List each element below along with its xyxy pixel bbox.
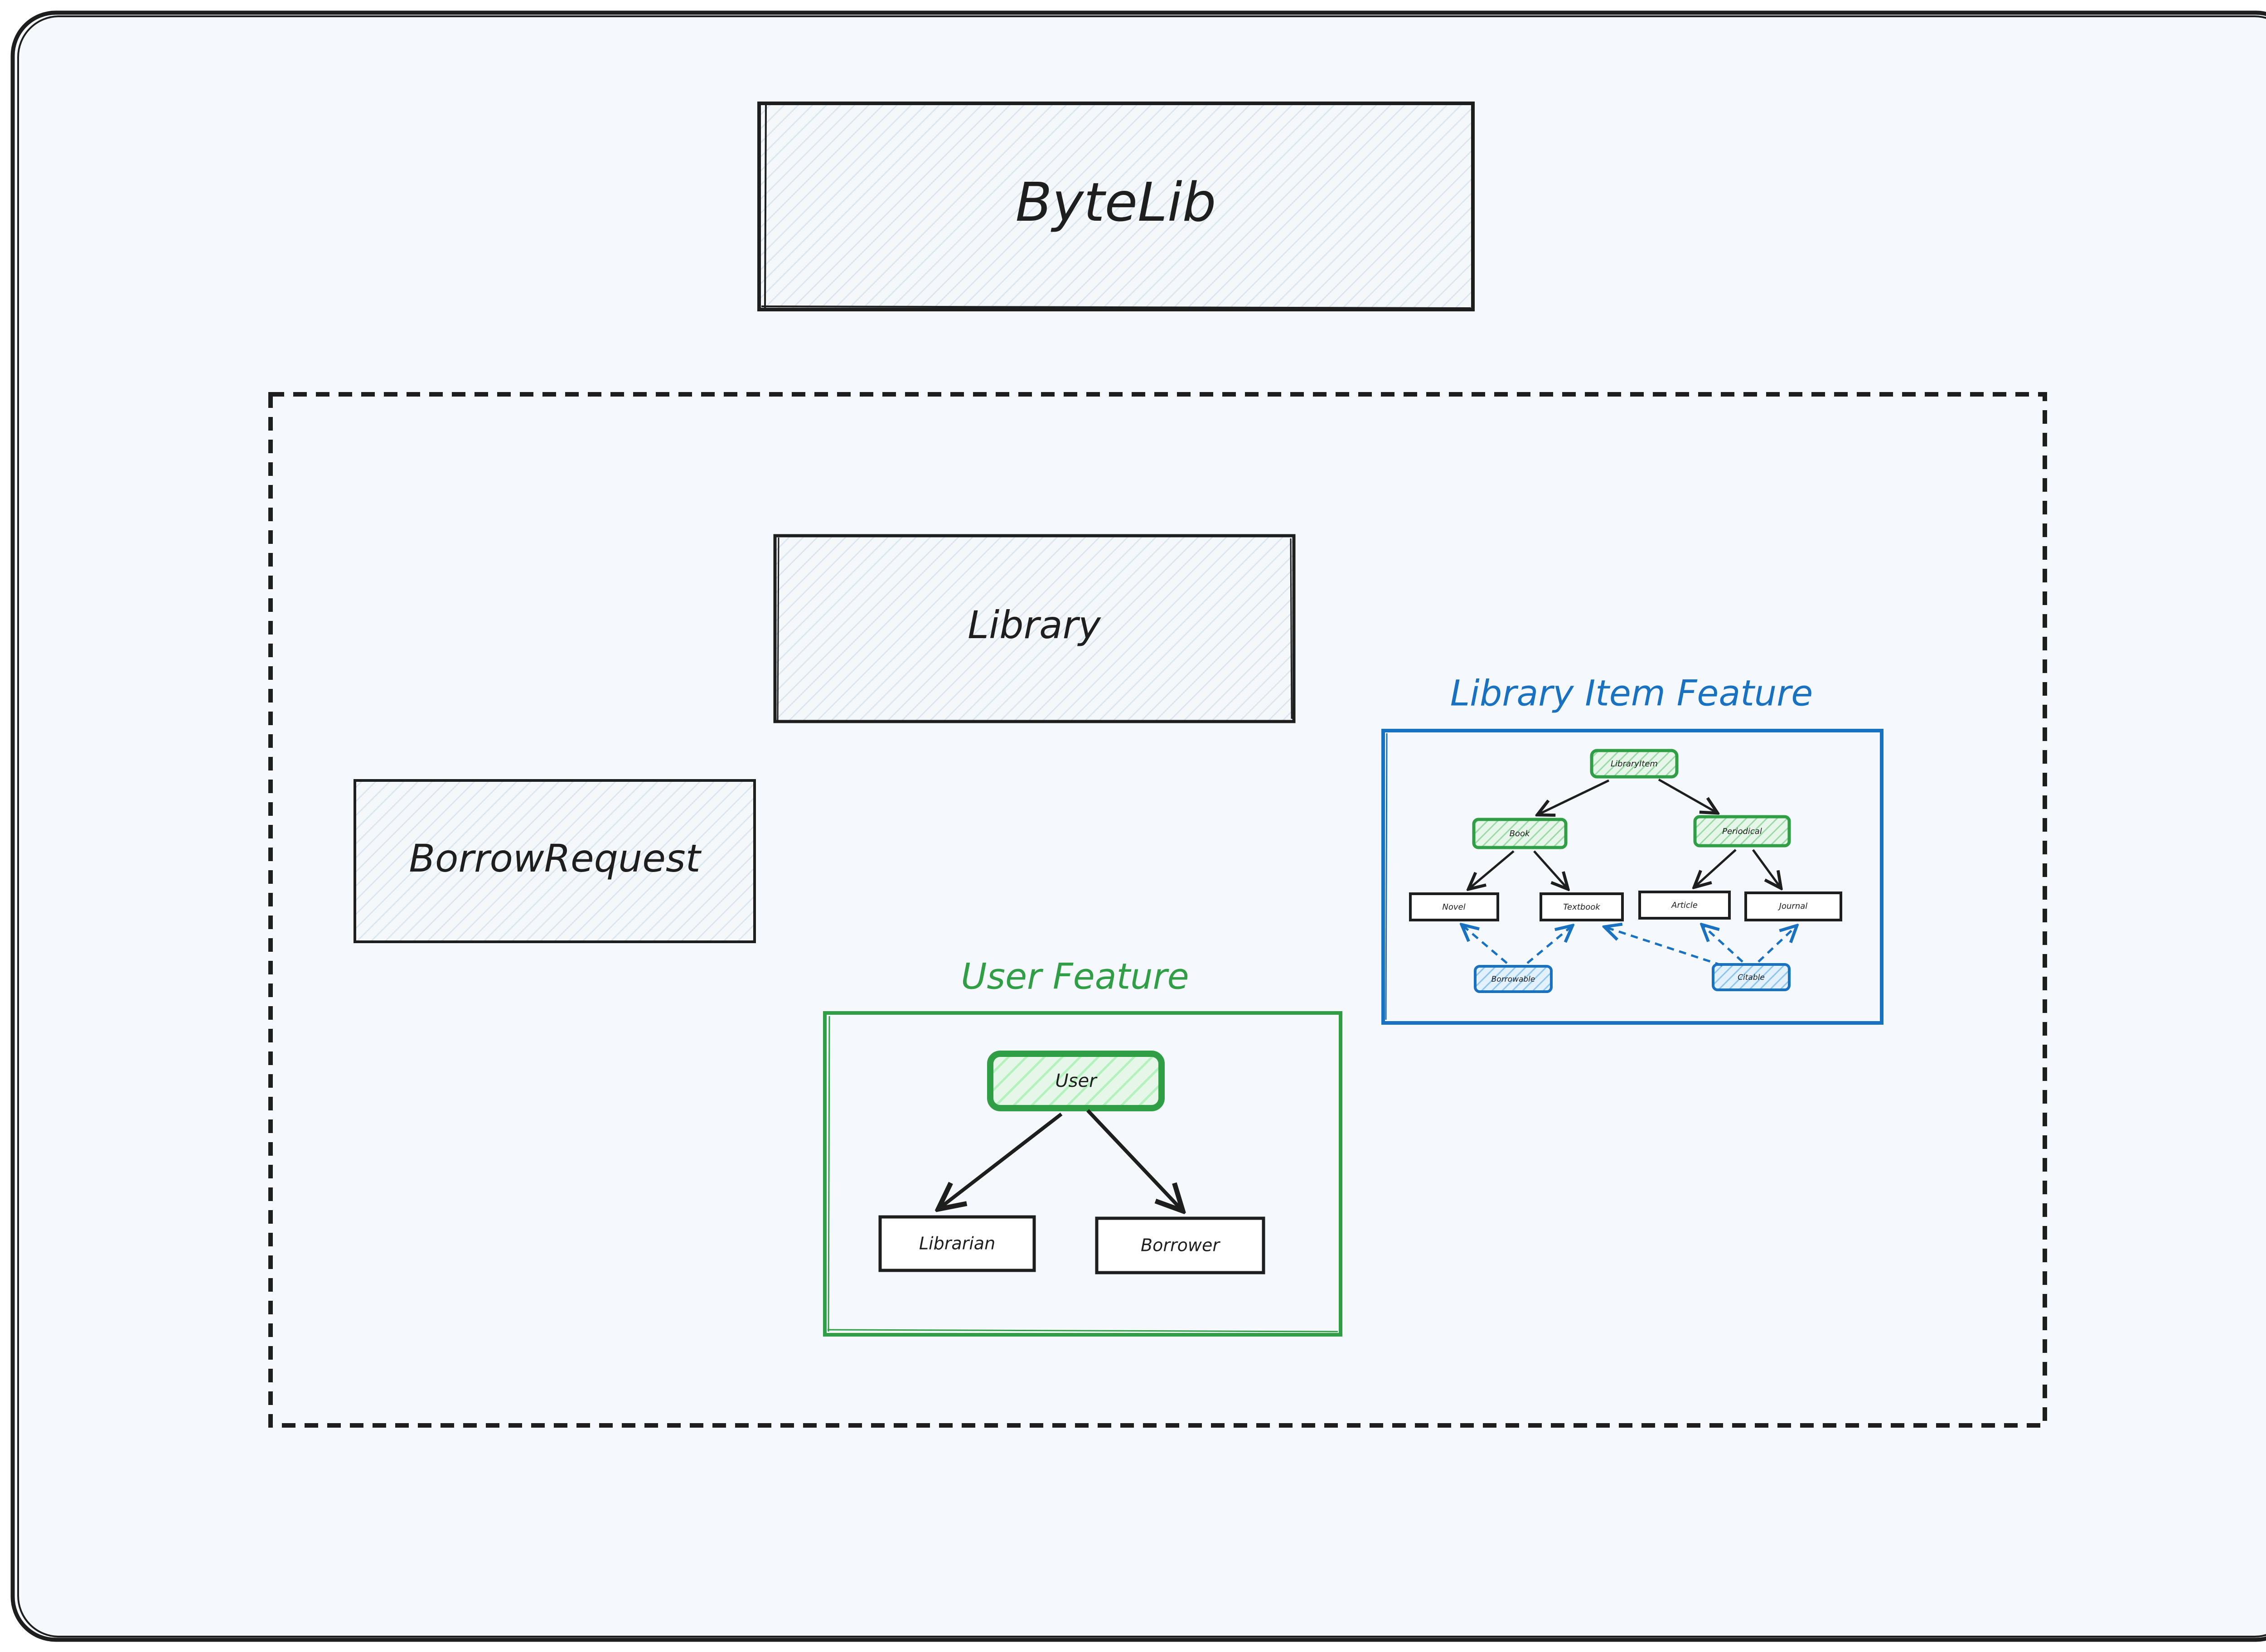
library-item-node: LibraryItem <box>1590 749 1679 779</box>
arrow-citable-textbook <box>1604 927 1723 967</box>
realization-arrows <box>1462 925 1797 967</box>
textbook-node: Textbook <box>1540 892 1624 921</box>
canvas-frame <box>10 10 2266 1642</box>
borrow-request-box: BorrowRequest <box>353 779 756 943</box>
user-feature-group: User Feature User Librarian Borrower <box>823 956 1342 1337</box>
book-label: Book <box>1510 829 1530 838</box>
citable-node: Citable <box>1712 963 1791 991</box>
arrow-citable-journal <box>1758 925 1797 963</box>
periodical-label: Periodical <box>1722 827 1762 836</box>
user-label: User <box>1055 1071 1098 1091</box>
user-feature-frame <box>823 1011 1342 1337</box>
article-label: Article <box>1671 901 1698 910</box>
library-item-label: LibraryItem <box>1611 759 1658 769</box>
textbook-label: Textbook <box>1563 902 1601 912</box>
periodical-node: Periodical <box>1693 815 1791 848</box>
article-node: Article <box>1638 891 1731 920</box>
book-node: Book <box>1472 818 1568 849</box>
journal-node: Journal <box>1744 891 1842 921</box>
arrow-citable-article <box>1702 925 1743 963</box>
borrowable-node: Borrowable <box>1474 965 1553 993</box>
bytelib-box: ByteLib <box>757 102 1475 311</box>
library-label: Library <box>968 603 1101 647</box>
novel-node: Novel <box>1409 892 1499 921</box>
user-feature-title: User Feature <box>961 956 1189 997</box>
arrow-libraryitem-book <box>1537 779 1610 815</box>
journal-label: Journal <box>1778 901 1808 911</box>
citable-label: Citable <box>1738 973 1765 982</box>
bytelib-title: ByteLib <box>1015 171 1216 233</box>
inheritance-arrows <box>1468 778 1781 889</box>
user-node: User <box>987 1051 1165 1111</box>
library-item-feature-group: Library Item Feature LibraryItem Book Pe… <box>1381 673 1883 1025</box>
arrow-borrowable-textbook <box>1526 925 1573 964</box>
library-box: Library <box>773 534 1296 723</box>
novel-label: Novel <box>1442 902 1465 912</box>
librarian-label: Librarian <box>919 1234 995 1254</box>
borrower-label: Borrower <box>1141 1235 1220 1255</box>
library-item-feature-frame <box>1381 729 1883 1025</box>
arrow-periodical-article <box>1694 849 1737 887</box>
arrow-borrowable-novel <box>1462 925 1508 964</box>
library-item-feature-title: Library Item Feature <box>1450 673 1813 714</box>
borrowable-label: Borrowable <box>1491 975 1535 984</box>
arrow-book-novel <box>1468 850 1515 889</box>
arrow-periodical-journal <box>1752 849 1781 888</box>
arrow-book-textbook <box>1533 850 1568 889</box>
borrow-request-label: BorrowRequest <box>409 836 702 881</box>
arrow-libraryitem-periodical <box>1658 778 1718 813</box>
system-boundary <box>268 392 2047 1428</box>
arrow-user-librarian <box>938 1112 1063 1209</box>
arrow-user-borrower <box>1086 1109 1183 1211</box>
borrower-node: Borrower <box>1095 1216 1265 1274</box>
librarian-node: Librarian <box>878 1215 1036 1272</box>
